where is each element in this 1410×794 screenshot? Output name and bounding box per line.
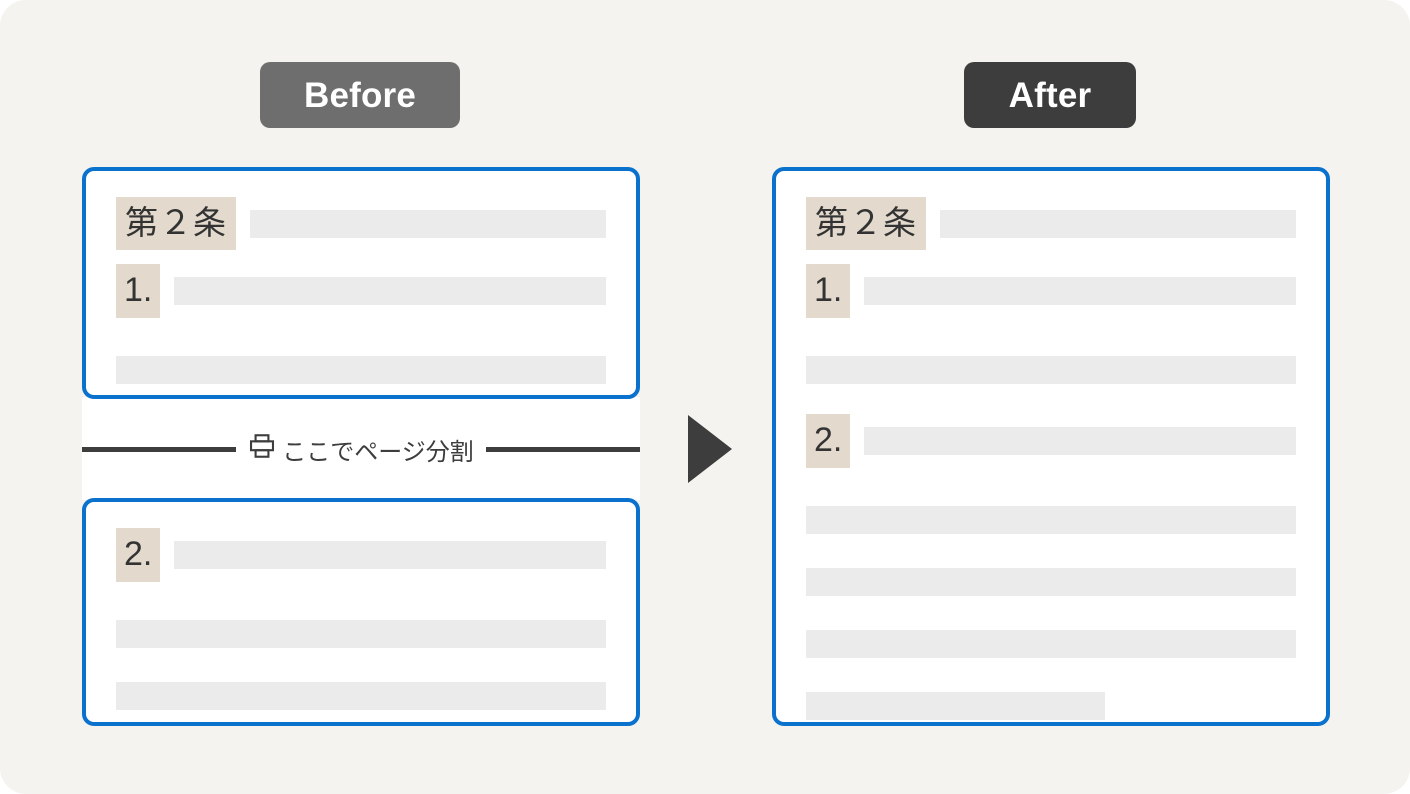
- before-item-row-2: 2.: [116, 528, 606, 582]
- text-placeholder-bar: [116, 356, 606, 384]
- divider-line-left: [82, 446, 237, 452]
- page-break-divider: ここでページ分割: [82, 425, 640, 473]
- text-placeholder-bar-short: [806, 692, 1105, 720]
- badge-after: After: [964, 62, 1136, 128]
- before-item-row-1: 1.: [116, 264, 606, 318]
- article-heading-marker: 第２条: [806, 197, 926, 250]
- before-heading-row: 第２条: [116, 197, 606, 250]
- before-body-row-3: [116, 682, 606, 710]
- text-placeholder-bar: [864, 277, 1296, 305]
- list-marker-1: 1.: [806, 264, 851, 318]
- text-placeholder-bar: [174, 277, 606, 305]
- row-gap: [116, 648, 606, 682]
- before-document-page-1: 第２条 1.: [82, 167, 640, 399]
- after-body-row-4: [806, 630, 1296, 658]
- row-gap: [806, 534, 1296, 568]
- before-document-page-2: 2.: [82, 498, 640, 726]
- after-page-content: 第２条 1. 2.: [776, 171, 1326, 722]
- row-gap: [806, 658, 1296, 692]
- text-placeholder-bar: [806, 630, 1296, 658]
- triangle-right-icon: [688, 415, 732, 483]
- row-gap: [116, 250, 606, 264]
- row-gap: [806, 250, 1296, 264]
- row-gap: [116, 318, 606, 356]
- text-placeholder-bar: [116, 682, 606, 710]
- after-body-row-2: [806, 506, 1296, 534]
- list-marker-1: 1.: [116, 264, 161, 318]
- after-item-row-2: 2.: [806, 414, 1296, 468]
- row-gap: [806, 384, 1296, 414]
- before-body-row-1: [116, 356, 606, 384]
- after-body-row-1: [806, 356, 1296, 384]
- before-page-1-content: 第２条 1.: [86, 171, 636, 395]
- row-gap: [806, 468, 1296, 506]
- divider-line-right: [485, 446, 640, 452]
- text-placeholder-bar: [174, 541, 606, 569]
- text-placeholder-bar: [806, 568, 1296, 596]
- row-gap: [806, 318, 1296, 356]
- text-placeholder-bar: [116, 620, 606, 648]
- printer-icon: [248, 432, 276, 467]
- text-placeholder-bar: [250, 209, 606, 238]
- after-document-page: 第２条 1. 2.: [772, 167, 1330, 726]
- text-placeholder-bar: [940, 209, 1296, 238]
- after-item-row-1: 1.: [806, 264, 1296, 318]
- badge-before: Before: [260, 62, 460, 128]
- page-break-label-group: ここでページ分割: [248, 432, 474, 467]
- page-break-label: ここでページ分割: [282, 438, 474, 466]
- text-placeholder-bar: [864, 427, 1296, 455]
- text-placeholder-bar: [806, 356, 1296, 384]
- before-body-row-2: [116, 620, 606, 648]
- after-body-row-5: [806, 692, 1296, 720]
- list-marker-2: 2.: [116, 528, 161, 582]
- list-marker-2: 2.: [806, 414, 851, 468]
- after-body-row-3: [806, 568, 1296, 596]
- row-gap: [116, 582, 606, 620]
- before-page-2-content: 2.: [86, 502, 636, 722]
- text-placeholder-bar: [806, 506, 1296, 534]
- row-gap: [806, 596, 1296, 630]
- after-heading-row: 第２条: [806, 197, 1296, 250]
- article-heading-marker: 第２条: [116, 197, 236, 250]
